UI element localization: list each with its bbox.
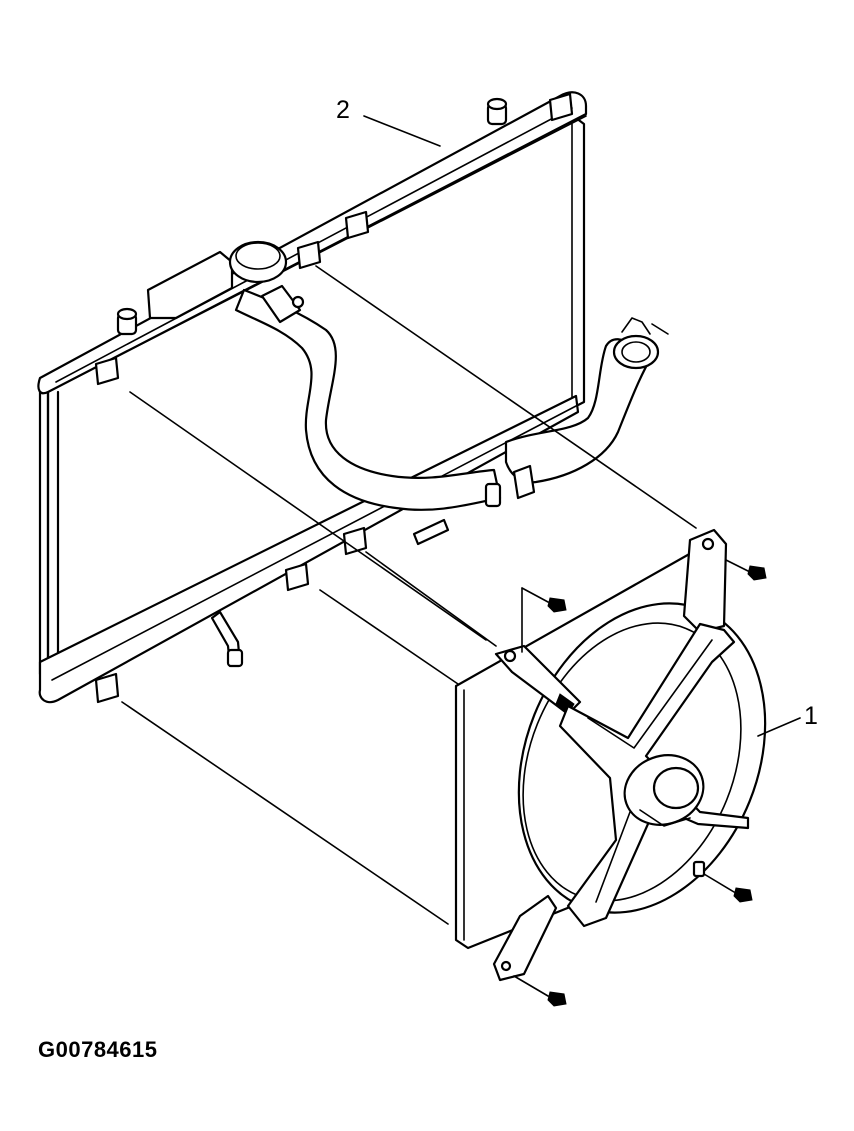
radiator-filler-neck (146, 250, 234, 320)
fan-bracket-upper (682, 528, 728, 634)
fan-bracket-lower (492, 894, 558, 982)
callout-fan-label: 1 (804, 702, 818, 730)
bolt-icon (513, 975, 567, 1007)
radiator-side-fitting (412, 518, 450, 546)
radiator-top-studs (116, 97, 508, 336)
radiator (37, 91, 588, 704)
callout-radiator-label: 2 (336, 96, 350, 124)
upper-radiator-hose (234, 288, 502, 511)
fan-shroud-assembly (454, 528, 767, 982)
hose-end-ring (612, 334, 660, 370)
figure-reference-code: G00784615 (38, 1037, 158, 1062)
bolt-icon (521, 587, 567, 653)
radiator-cap (228, 240, 288, 284)
radiator-left-tank (38, 384, 60, 676)
bolt-icon (725, 559, 767, 581)
callout-2: 2 (336, 96, 441, 147)
mounting-bolts (513, 559, 767, 1007)
bolt-icon (703, 873, 753, 903)
assembly-guide-lines (121, 265, 697, 925)
radiator-bottom-tabs (94, 526, 368, 704)
callout-1: 1 (757, 702, 818, 737)
radiator-mount-tabs (94, 92, 574, 386)
coolant-hoses (234, 284, 669, 511)
